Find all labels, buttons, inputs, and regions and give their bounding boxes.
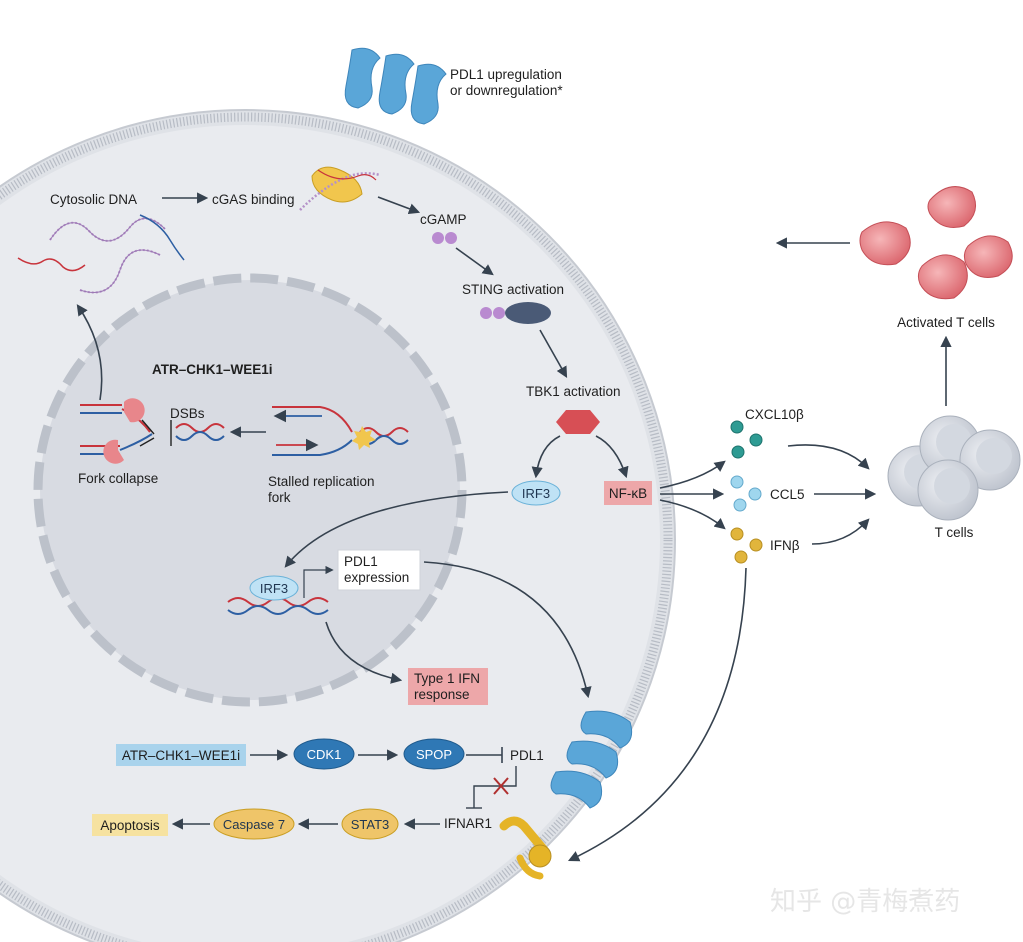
sting-activation-label: STING activation [462, 282, 564, 297]
apoptosis-label: Apoptosis [100, 818, 160, 833]
cxcl10b-label: CXCL10β [745, 407, 804, 422]
pdl1-expression-label-2: expression [344, 570, 409, 585]
arrow-cxcl10-to-tcells [787, 444, 870, 470]
cell-membrane-ticks [0, 112, 673, 942]
arrow-sting-to-tbk1 [539, 329, 568, 378]
stat3-label: STAT3 [351, 817, 390, 832]
stalled-fork-label-1: Stalled replication [268, 474, 375, 489]
arrow-ifnb-to-ifnar1 [567, 567, 747, 862]
ccl5-label: CCL5 [770, 487, 805, 502]
arrow-pdl1-expression-to-membrane [423, 561, 592, 699]
activated-t-cells-label: Activated T cells [897, 315, 995, 330]
apoptosis-box: Apoptosis [92, 814, 168, 836]
arrow-nfkb-to-cxcl10 [659, 460, 726, 489]
type1-ifn-box: Type 1 IFN response [408, 668, 488, 705]
atr-inhibitor-nuclear-label: ATR–CHK1–WEE1i [152, 362, 273, 377]
cgas-binding-label: cGAS binding [212, 192, 295, 207]
arrow-fork-to-cytosolic-dna [76, 304, 103, 401]
irf3-nuclear-pill: IRF3 [249, 575, 299, 601]
arrow-cgamp-to-sting [455, 247, 494, 276]
pdl1-label: PDL1 [510, 748, 544, 763]
spop-label: SPOP [416, 747, 452, 762]
cgamp-icon [432, 232, 457, 244]
arrow-cgas-to-cgamp [377, 196, 421, 215]
caspase7-pill: Caspase 7 [213, 808, 295, 840]
nfkb-box: NF-κB [604, 481, 652, 505]
cdk1-pill: CDK1 [293, 738, 355, 770]
irf3-pill: IRF3 [511, 480, 561, 506]
atr-inhibitor-box: ATR–CHK1–WEE1i [116, 744, 246, 766]
pdl1-expression-label-1: PDL1 [344, 554, 378, 569]
nucleus [33, 273, 467, 707]
arrow-nfkb-to-ifnb [659, 499, 726, 530]
inhibition-pdl1-ifnar1 [466, 766, 517, 809]
t-cells-label: T cells [935, 525, 974, 540]
inhibition-cross-icon [493, 777, 509, 795]
pdl1-regulation-label-1: PDL1 upregulation [450, 67, 562, 82]
tbk1-activation-label: TBK1 activation [526, 384, 621, 399]
inhibition-spop-pdl1 [466, 747, 503, 763]
arrow-irf3-to-pdl1-expression [303, 565, 334, 598]
dna-helix-icon [17, 214, 185, 294]
arrow-tbk1-to-nfkb [595, 435, 629, 479]
dsbs-label: DSBs [170, 406, 205, 421]
irf3-label: IRF3 [522, 486, 550, 501]
fork-collapse-protein-icon [103, 398, 145, 464]
fork-collapse-label: Fork collapse [78, 471, 158, 486]
pdl1-protein-icon [550, 710, 633, 809]
arrow-dna-to-type1-ifn [325, 621, 403, 684]
nfkb-label: NF-κB [609, 486, 647, 501]
activated-t-cell-icon [859, 186, 1013, 300]
type1-ifn-label-1: Type 1 IFN [414, 671, 480, 686]
pdl1-expression-box: PDL1 expression [337, 549, 421, 591]
pdl1-regulation-label-2: or downregulation* [450, 83, 563, 98]
ifnb-label: IFNβ [770, 538, 800, 553]
atr-inhibitor-box-label: ATR–CHK1–WEE1i [122, 748, 240, 763]
cgamp-label: cGAMP [420, 212, 467, 227]
caspase7-label: Caspase 7 [223, 817, 285, 832]
arrow-tbk1-to-irf3 [531, 435, 561, 479]
cytokine-dot-icon [730, 420, 763, 564]
t-cell-icon [887, 415, 1021, 521]
arrow-irf3-to-nucleus [284, 491, 509, 568]
ifnar1-receptor-icon [499, 816, 552, 880]
cgas-icon [299, 166, 381, 211]
irf3-nuclear-label: IRF3 [260, 581, 288, 596]
ifnar1-label: IFNAR1 [444, 816, 492, 831]
watermark: 知乎 @青梅煮药 [770, 887, 960, 917]
tbk1-icon [556, 410, 600, 434]
arrow-ifnb-to-tcells [811, 518, 870, 545]
type1-ifn-label-2: response [414, 687, 470, 702]
cdk1-label: CDK1 [307, 747, 342, 762]
sting-icon [480, 302, 551, 324]
stat3-pill: STAT3 [341, 808, 399, 840]
pdl1-protein-icon [344, 47, 447, 125]
spop-pill: SPOP [403, 738, 465, 770]
stalled-fork-label-2: fork [268, 490, 291, 505]
cytosolic-dna-label: Cytosolic DNA [50, 192, 137, 207]
